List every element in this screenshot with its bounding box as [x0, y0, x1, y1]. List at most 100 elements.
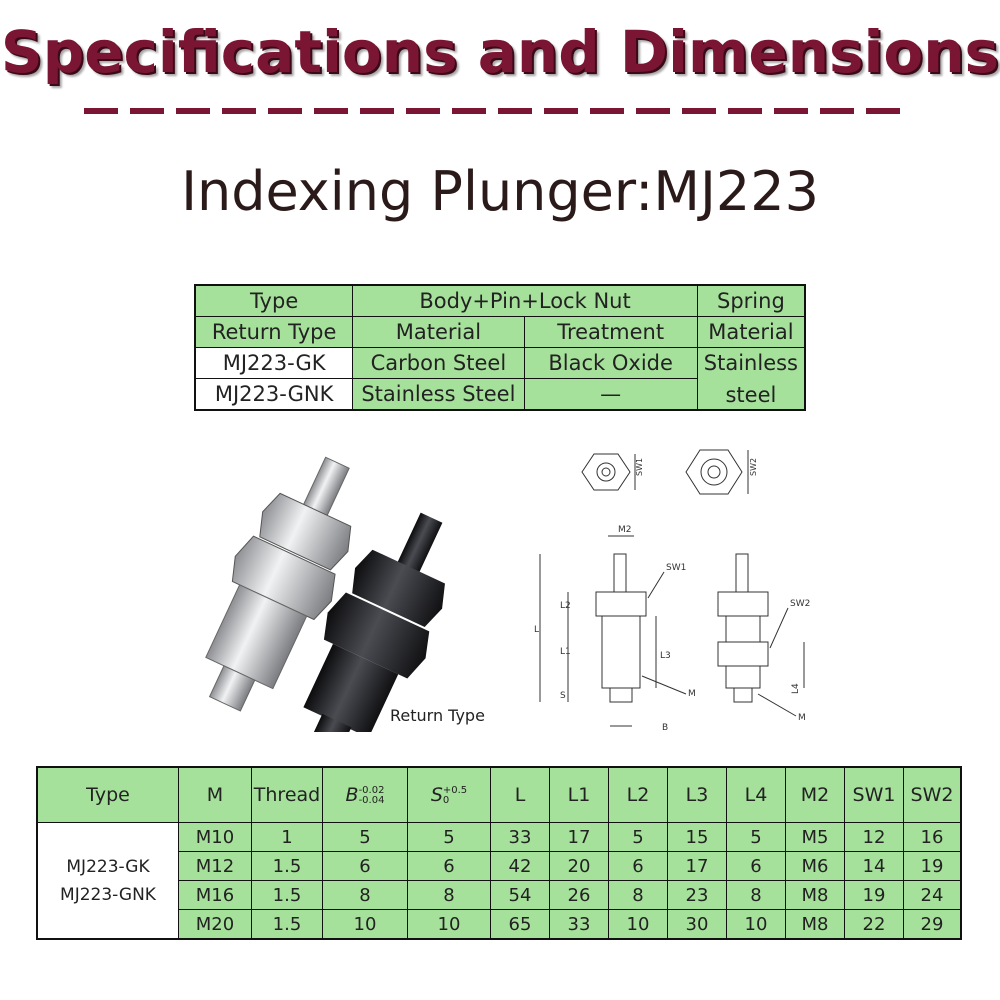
table-cell: 6 [726, 851, 786, 881]
hdr-m2: M2 [785, 766, 845, 823]
technical-drawing: SW1 SW2 M2 SW1 L L2 L1 S L3 M B SW2 L4 M [534, 449, 810, 733]
table-cell: 5 [726, 822, 786, 852]
table-cell: 5 [407, 822, 491, 852]
label-l3: L3 [660, 651, 671, 661]
table-cell: 14 [844, 851, 904, 881]
label-sw2: SW2 [790, 599, 810, 609]
table-cell: 10 [407, 909, 491, 940]
table-cell: 6 [608, 851, 668, 881]
table-cell: 10 [322, 909, 408, 940]
cell-type-gnk: MJ223-GNK [194, 378, 354, 411]
type-line2: MJ223-GNK [60, 884, 156, 905]
hdr-l4: L4 [726, 766, 786, 823]
hdr-l: L [490, 766, 550, 823]
table-cell: 8 [407, 880, 491, 910]
table-cell: 17 [549, 822, 609, 852]
table-cell: 24 [903, 880, 962, 910]
label-sw1-top: SW1 [635, 458, 644, 476]
photo-caption: Return Type [390, 706, 485, 725]
hdr-thread: Thread [251, 766, 323, 823]
table-cell: 8 [726, 880, 786, 910]
table-cell: 12 [844, 822, 904, 852]
table-cell: M20 [178, 909, 252, 940]
label-l4: L4 [791, 683, 801, 694]
spring-material-line1: Stainless [703, 350, 798, 375]
table-cell: M12 [178, 851, 252, 881]
table-cell: 8 [608, 880, 668, 910]
table-cell: 16 [903, 822, 962, 852]
spring-material-line2: steel [725, 382, 777, 407]
hex-top-view-2 [685, 449, 743, 495]
cell-return-type: Return Type [194, 316, 354, 348]
table-cell: 1.5 [251, 880, 323, 910]
material-table: Type Body+Pin+Lock Nut Spring Return Typ… [194, 284, 806, 411]
table-cell: 20 [549, 851, 609, 881]
table-cell: 29 [903, 909, 962, 940]
cell-treatment-gnk: — [523, 378, 698, 411]
black-plunger [303, 512, 445, 732]
table-cell: M10 [178, 822, 252, 852]
cell-type-label: Type [194, 284, 354, 317]
table-cell: 26 [549, 880, 609, 910]
label-s: S [560, 691, 566, 701]
label-m2: M2 [618, 525, 632, 535]
cell-material-label: Material [352, 316, 525, 348]
table-cell: 5 [322, 822, 408, 852]
table-cell: 1.5 [251, 909, 323, 940]
hdr-l3: L3 [667, 766, 727, 823]
table-cell: 10 [726, 909, 786, 940]
hdr-b: B-0.02-0.04 [322, 766, 408, 823]
table-cell: M6 [785, 851, 845, 881]
type-line1: MJ223-GK [66, 856, 150, 877]
hex-top-view-1 [581, 453, 631, 491]
label-l2: L2 [560, 601, 571, 611]
table-cell: 33 [490, 822, 550, 852]
hdr-l2: L2 [608, 766, 668, 823]
cell-spring-label: Spring [696, 284, 806, 317]
hdr-l1: L1 [549, 766, 609, 823]
hdr-sw1: SW1 [844, 766, 904, 823]
label-m-right: M [798, 713, 806, 723]
heading-divider [84, 108, 906, 114]
table-cell: 33 [549, 909, 609, 940]
cell-body-label: Body+Pin+Lock Nut [352, 284, 698, 317]
table-cell: 6 [407, 851, 491, 881]
table-cell: 42 [490, 851, 550, 881]
product-title: Indexing Plunger:MJ223 [181, 160, 819, 223]
table-cell: 1.5 [251, 851, 323, 881]
table-cell: M5 [785, 822, 845, 852]
cell-treatment-gk: Black Oxide [523, 347, 698, 379]
table-cell: 65 [490, 909, 550, 940]
table-cell: 8 [322, 880, 408, 910]
cell-type-gk: MJ223-GK [194, 347, 354, 379]
table-cell: 5 [608, 822, 668, 852]
table-cell: 19 [844, 880, 904, 910]
label-l: L [534, 625, 539, 635]
table-cell: M8 [785, 880, 845, 910]
stainless-plunger [205, 456, 352, 712]
table-cell: 54 [490, 880, 550, 910]
table-cell: 17 [667, 851, 727, 881]
label-sw2-top: SW2 [749, 458, 758, 476]
table-cell: 30 [667, 909, 727, 940]
table-cell: M8 [785, 909, 845, 940]
table-cell: 19 [903, 851, 962, 881]
page-heading: Specifications and Dimensions [0, 18, 1000, 86]
product-photo [205, 456, 445, 732]
table-cell: 10 [608, 909, 668, 940]
cell-material-gk: Carbon Steel [352, 347, 525, 379]
table-cell: 6 [322, 851, 408, 881]
cell-spring-material-label: Material [696, 316, 806, 348]
hdr-m: M [178, 766, 252, 823]
cell-treatment-label: Treatment [523, 316, 698, 348]
table-cell: 23 [667, 880, 727, 910]
cell-spring-material: Stainless steel [696, 347, 806, 411]
table-cell: 15 [667, 822, 727, 852]
label-sw1: SW1 [666, 563, 686, 573]
